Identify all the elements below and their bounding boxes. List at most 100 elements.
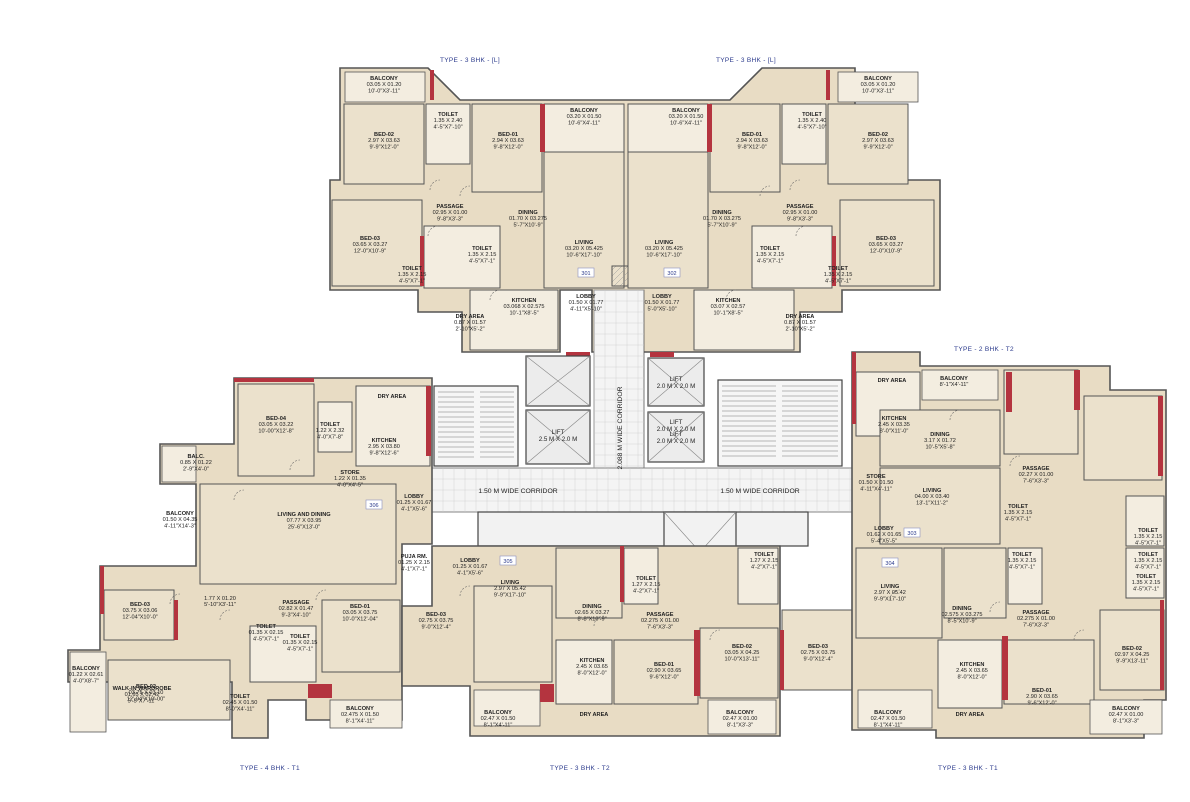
room-label-line: 03.75 X 03.06	[123, 608, 158, 614]
room-fill	[699, 627, 779, 699]
room-label-line: BED-02	[868, 132, 888, 138]
room-label-line: 02.47 X 01.00	[723, 716, 758, 722]
room-label-line: 12'-0"X10'-9"	[870, 248, 902, 254]
room-label-line: 1.35 X 2.40	[434, 118, 463, 124]
room-label-line: 01.50 X 01.77	[645, 300, 680, 306]
room-label-line: 12'-0"X10'-9"	[354, 248, 386, 254]
room-label-line: 9'-9"X17'-10"	[874, 596, 906, 602]
room-label-line: 1.35 X 2.15	[824, 272, 853, 278]
room-label-line: 10'-6"X4'-11"	[568, 120, 600, 126]
svg-text:306: 306	[369, 503, 378, 509]
room-label-line: 4'-2"X7'-1"	[633, 588, 659, 594]
room-label-line: 1.35 X 2.15	[1132, 580, 1161, 586]
room-label-line: 01.65 X 02.42	[125, 692, 160, 698]
caption-bottom-left: TYPE - 4 BHK - T1	[240, 765, 300, 772]
accent-wall	[430, 70, 434, 100]
room-label-line: 4'-5"X7'-1"	[469, 258, 495, 264]
accent-wall	[650, 352, 674, 357]
room-label-line: 2.97 X 03.63	[368, 138, 400, 144]
room-label-line: KITCHEN	[960, 662, 985, 668]
room-label-line: 9'-8"X12'-6"	[369, 450, 398, 456]
room-label-line: BALCONY	[166, 511, 194, 517]
room-label-line: 02.45 X 01.50	[223, 700, 258, 706]
room-label-r84: DRY AREA	[956, 712, 985, 718]
room-label-line: BED-02	[374, 132, 394, 138]
room-fill	[69, 651, 107, 733]
room-label-line: KITCHEN	[580, 658, 605, 664]
room-label-line: 01.25 X 01.67	[397, 500, 432, 506]
room-label-line: 02.47 X 01.00	[1109, 712, 1144, 718]
room-label-line: 4'-5"X7'-1"	[1133, 586, 1159, 592]
room-label-line: BALC.	[187, 454, 205, 460]
accent-wall	[426, 386, 431, 456]
room-label-line: BED-03	[808, 644, 828, 650]
room-label-line: 5'-7"X10'-9"	[513, 222, 542, 228]
room-label-line: BED-02	[1122, 646, 1142, 652]
room-label-line: 4'-0"X4'-5"	[337, 482, 363, 488]
room-label-line: 8'-1"X3'-3"	[727, 722, 753, 728]
room-label-line: 5'-5"X7'-11"	[128, 698, 157, 704]
svg-text:2.0 M X 2.0 M: 2.0 M X 2.0 M	[657, 383, 696, 390]
room-label-line: 9'-0"X12'-4"	[803, 656, 832, 662]
room-label-line: 03.65 X 03.27	[353, 242, 388, 248]
room-fill	[1089, 699, 1163, 735]
corridor-vertical-label: 2.088 M WIDE CORRIDOR	[617, 386, 624, 469]
lift-cross	[647, 357, 705, 407]
room-label-line: BALCONY	[1112, 706, 1140, 712]
room-fill	[471, 103, 543, 193]
room-label-line: 2.45 X 03.65	[576, 664, 608, 670]
unit-tag-304: 304	[881, 557, 899, 568]
svg-text:2.0 M X 2.0 M: 2.0 M X 2.0 M	[657, 426, 696, 433]
room-label-line: KITCHEN	[882, 416, 907, 422]
room-label-line: TOILET	[1138, 552, 1158, 558]
room-fill	[1003, 369, 1079, 455]
accent-wall	[234, 378, 314, 382]
room-label-line: 4'-1"X5'-6"	[401, 506, 427, 512]
room-fill	[709, 103, 781, 193]
room-label-line: 4'-0"X8'-7"	[73, 678, 99, 684]
room-label-line: 01.35 X 02.15	[283, 640, 318, 646]
room-label-line: DINING	[952, 606, 972, 612]
room-fill	[623, 547, 659, 605]
svg-text:2.5 M X 2.0 M: 2.5 M X 2.0 M	[539, 436, 578, 443]
accent-wall	[707, 104, 712, 152]
room-label-line: 03.20 X 01.50	[669, 114, 704, 120]
stair-treads-left	[438, 391, 514, 458]
room-fill	[423, 225, 501, 289]
room-label-line: 4'-5"X7'-1"	[1135, 540, 1161, 546]
room-fill	[921, 369, 999, 401]
room-label-line: 0.87 X 01.57	[784, 320, 816, 326]
room-fill	[879, 409, 1001, 467]
room-fill	[555, 547, 623, 619]
accent-wall	[1006, 372, 1012, 412]
room-fill	[839, 199, 935, 287]
room-label-line: BED-01	[654, 662, 674, 668]
accent-wall	[852, 352, 856, 424]
room-label-line: TOILET	[320, 422, 340, 428]
room-label-line: BED-03	[426, 612, 446, 618]
room-label-line: 1.27 X 2.15	[750, 558, 779, 564]
room-label-line: 5'-0"X5'-10"	[647, 306, 676, 312]
room-label-line: 4'-5"X7'-1"	[399, 278, 425, 284]
room-fill	[693, 289, 795, 351]
room-label-line: DINING	[930, 432, 950, 438]
room-label-line: 03.75 X 03.10	[129, 690, 164, 696]
room-label-line: 02.47 X 01.50	[481, 716, 516, 722]
room-label-line: 02.575 X 03.275	[941, 612, 982, 618]
